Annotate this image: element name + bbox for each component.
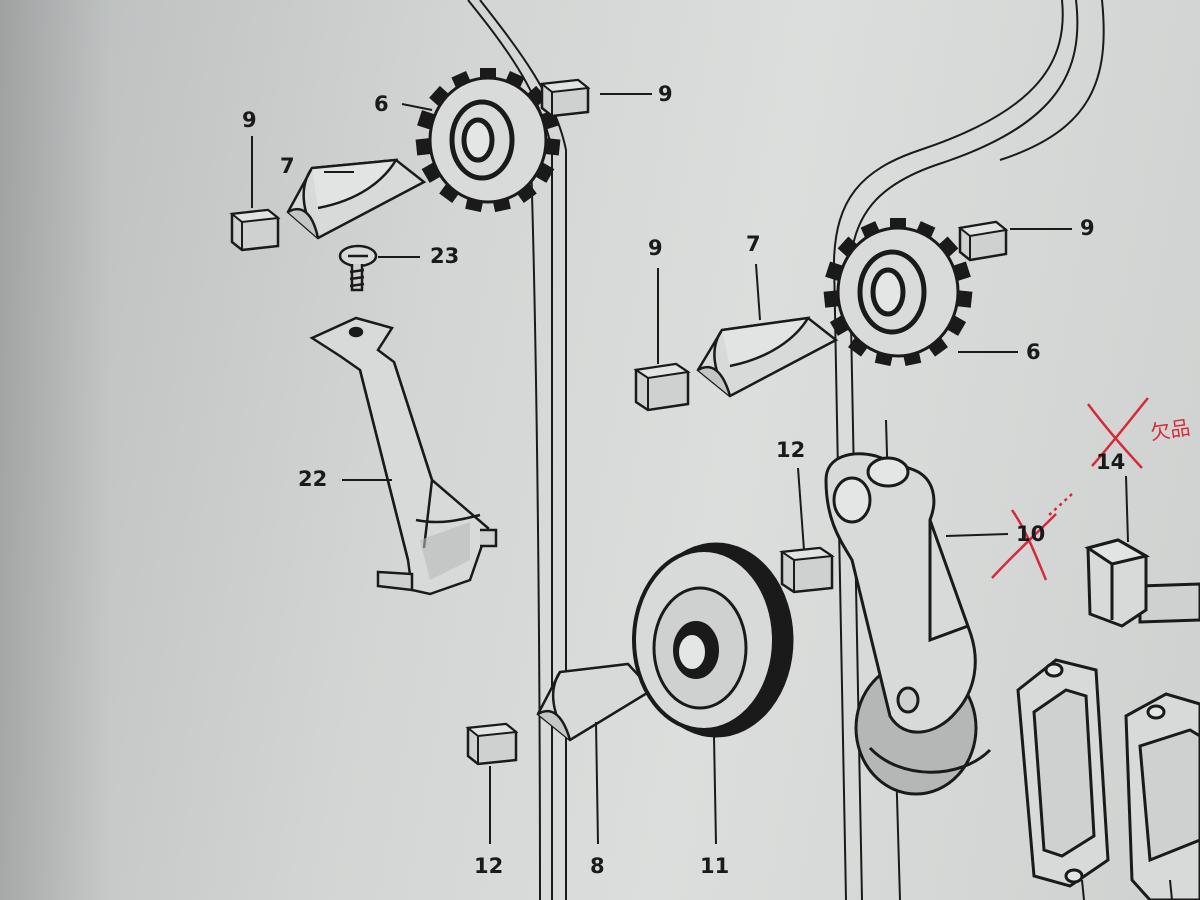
block-9-right [957,220,1009,262]
wedge-8 [536,662,654,742]
sprocket-6-right [823,218,973,367]
callout-12-bottom: 12 [474,854,504,878]
callout-11: 11 [700,854,730,878]
callout-9-top: 9 [658,82,673,106]
tensioner-arm-10 [824,452,992,796]
callout-6-right: 6 [1026,340,1041,364]
callout-10: 10 [1016,522,1046,546]
callout-22: 22 [298,467,328,491]
block-9-left [229,208,281,252]
callout-23: 23 [430,244,460,268]
callout-14: 14 [1096,450,1126,474]
callout-9-left: 9 [242,108,257,132]
block-9-mid [633,362,691,412]
pulley-11 [632,542,794,738]
callout-9-right: 9 [1080,216,1095,240]
mount-14 [1084,538,1200,628]
callout-6-top: 6 [374,92,389,116]
page-shadow [0,0,110,900]
cover-block [1124,692,1200,900]
leader-lines [251,93,1173,900]
callout-7-mid: 7 [746,232,761,256]
callout-9-mid: 9 [648,236,663,260]
screw-23 [338,244,378,292]
red-cross-marks [991,397,1149,581]
wedge-7-left [286,158,427,240]
sprocket-6-top [415,68,561,213]
handwritten-missing-note: 欠品 [1148,415,1192,445]
block-12-mid [779,546,835,594]
bracket-22 [309,316,498,596]
callout-7-left: 7 [280,154,295,178]
wedge-7-mid [696,316,839,398]
callout-8: 8 [590,854,605,878]
callout-12-mid: 12 [776,438,806,462]
block-12-bottom [465,722,519,766]
block-9-top [539,78,591,118]
gasket-plate [1016,658,1110,888]
